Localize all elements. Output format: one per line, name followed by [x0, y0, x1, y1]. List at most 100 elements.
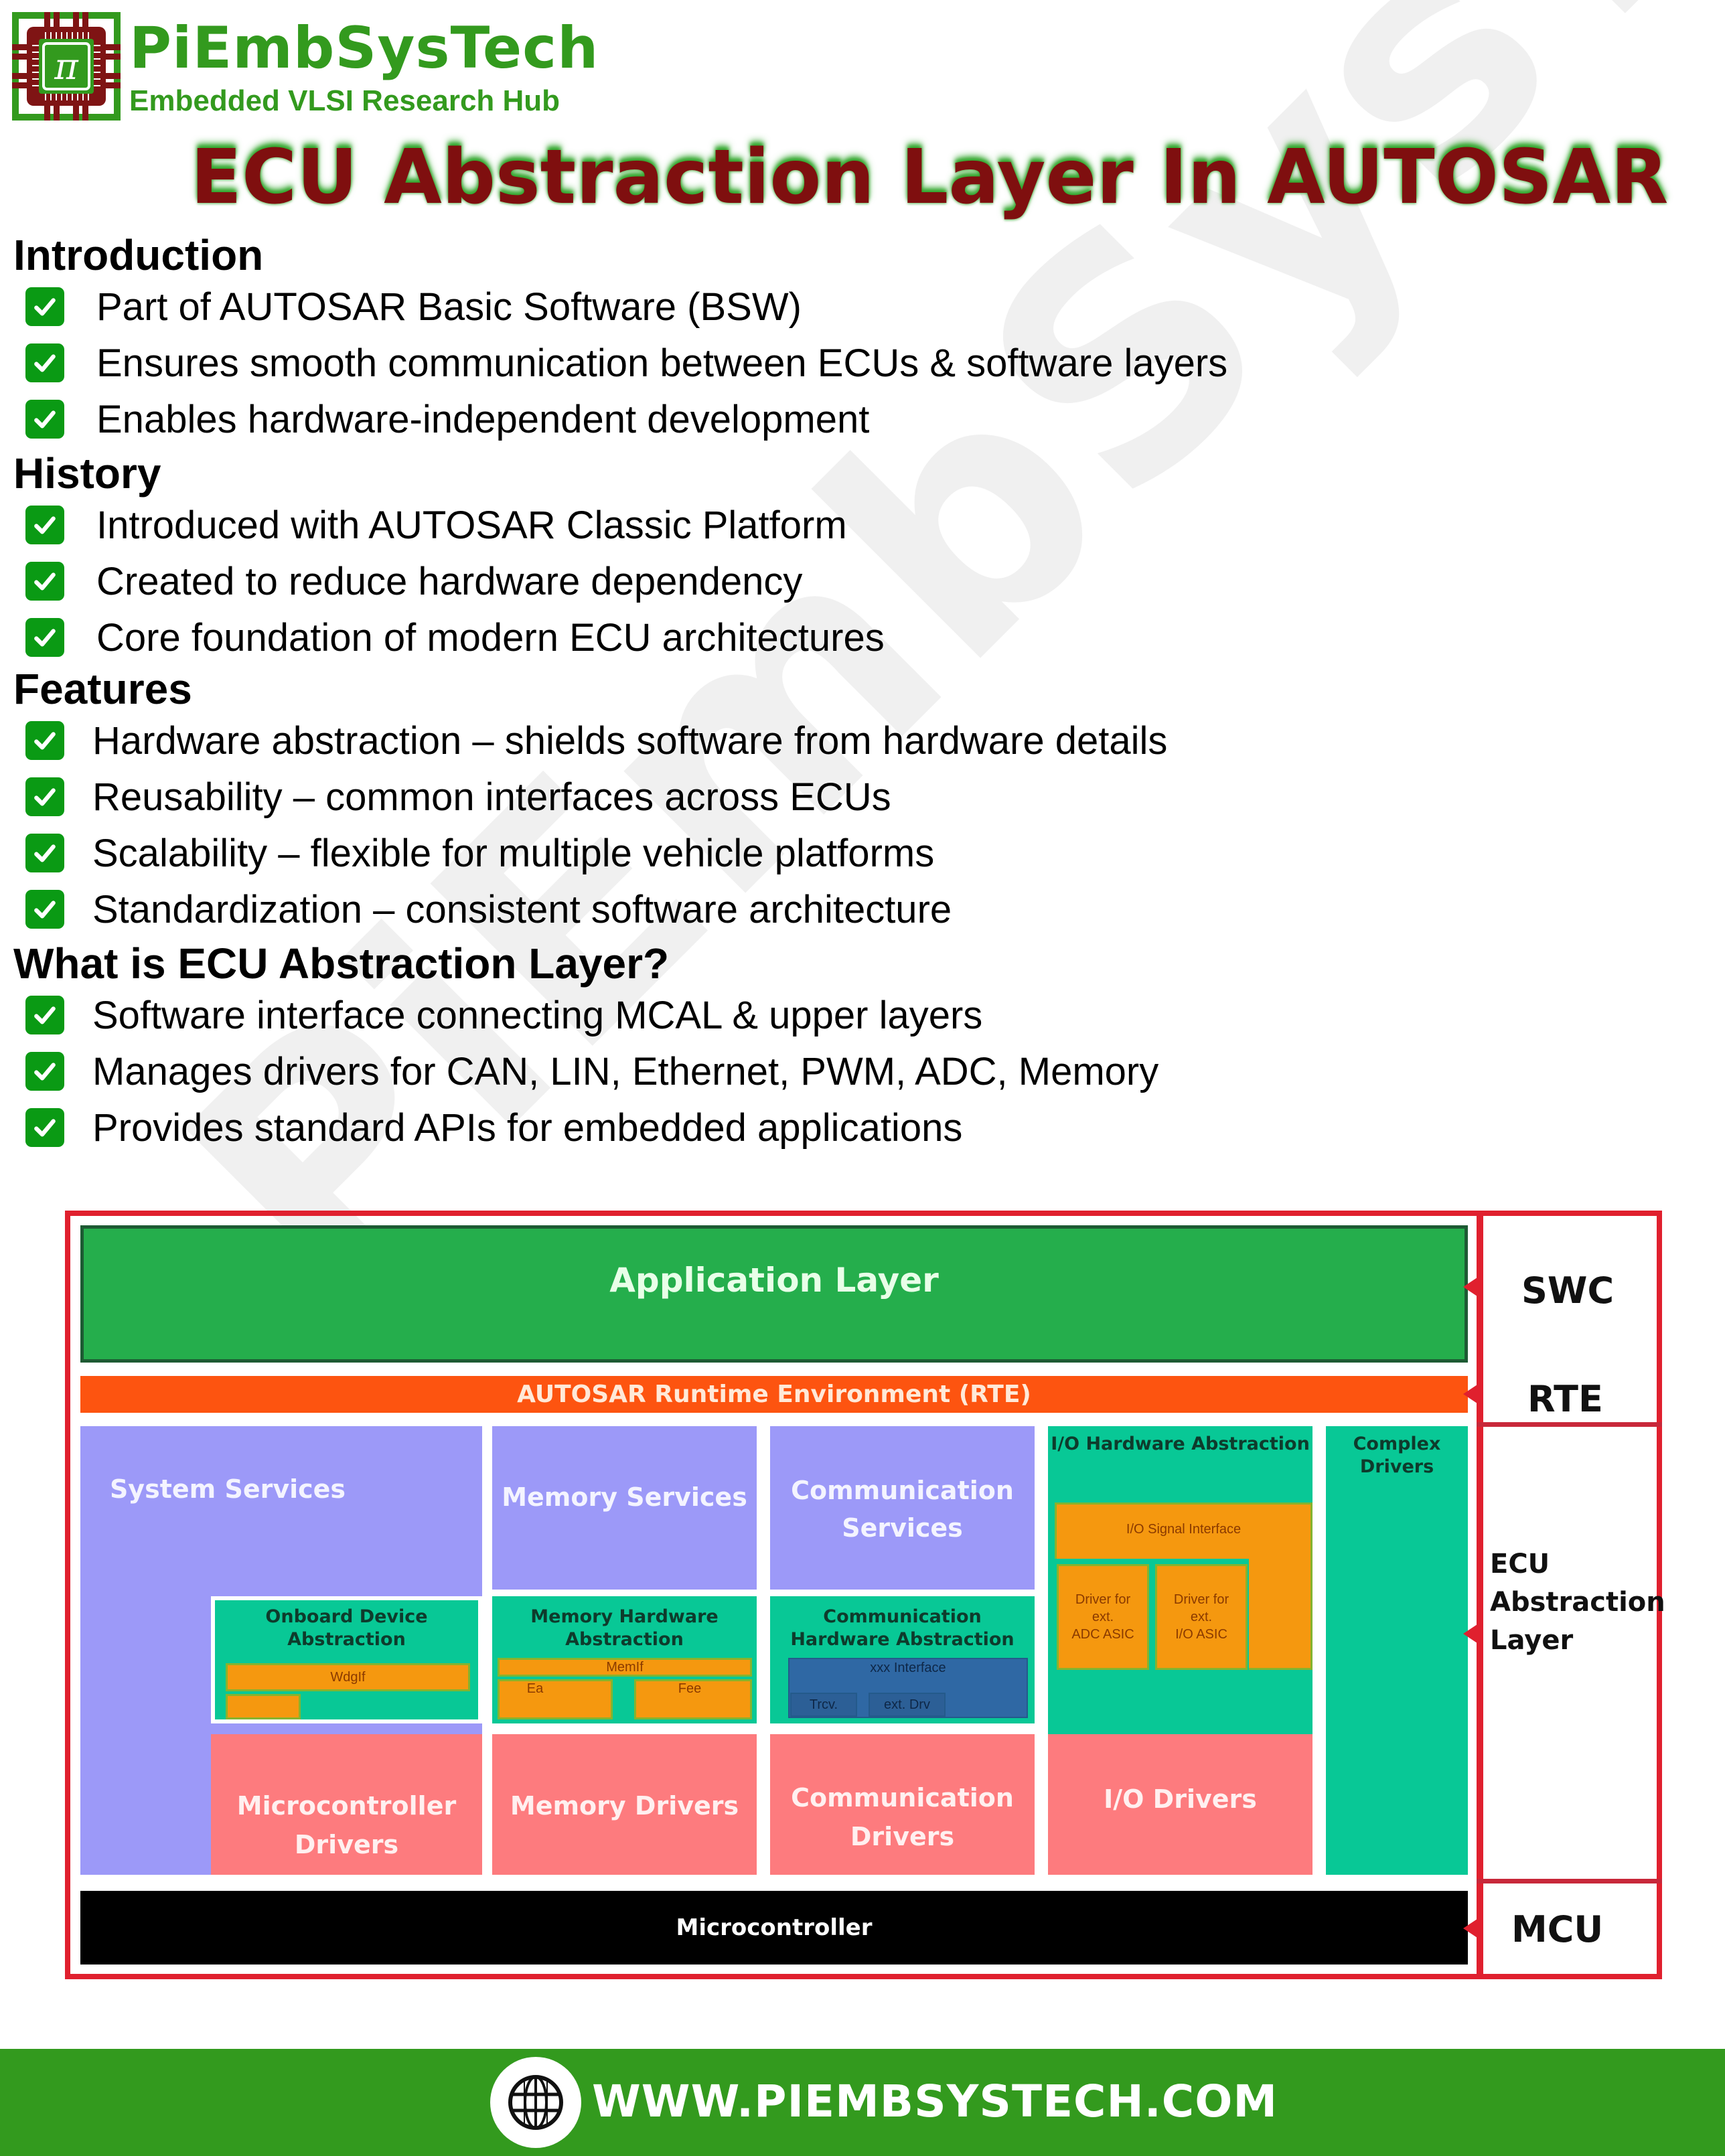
adc-asic-driver-block: Driver for ext. ADC ASIC [1057, 1564, 1149, 1670]
adc-asic-driver-label: ext. [1092, 1610, 1114, 1624]
microcontroller-drivers-label: Drivers [294, 1830, 399, 1859]
onboard-device-abstraction-block: Onboard Device Abstraction [211, 1596, 482, 1723]
communication-drivers-block: Communication Drivers [770, 1734, 1035, 1875]
memory-drivers-label: Memory Drivers [510, 1791, 739, 1821]
section-heading: Features [13, 665, 192, 713]
adc-asic-driver-label: ADC ASIC [1071, 1627, 1134, 1642]
onboard-driver-block [226, 1694, 301, 1719]
section-features: Features Hardware abstraction – shields … [13, 666, 1167, 937]
bullet-text: Reusability – common interfaces across E… [92, 775, 891, 819]
communication-drivers-label: Communication [791, 1783, 1014, 1813]
io-hardware-abstraction-label: I/O Hardware Abstraction [1051, 1434, 1310, 1454]
memif-block: MemIf [498, 1658, 752, 1677]
list-item: Enables hardware-independent development [13, 391, 1227, 447]
brand-tagline: Embedded VLSI Research Hub [129, 84, 560, 117]
communication-services-block: Communication Services [770, 1426, 1035, 1590]
bullet-text: Hardware abstraction – shields software … [92, 718, 1168, 763]
memory-services-block: Memory Services [492, 1426, 757, 1590]
list-item: Core foundation of modern ECU architectu… [13, 609, 885, 666]
bullet-text: Part of AUTOSAR Basic Software (BSW) [96, 285, 802, 329]
section-heading: History [13, 449, 161, 497]
checkbox-icon [25, 400, 64, 439]
bullet-text: Provides standard APIs for embedded appl… [92, 1105, 963, 1150]
legend-swc: SWC [1521, 1269, 1615, 1312]
system-services-label: System Services [109, 1474, 346, 1504]
adc-asic-driver-label: Driver for [1075, 1592, 1131, 1607]
checkbox-icon [25, 777, 64, 816]
complex-drivers-label: Drivers [1359, 1456, 1434, 1477]
memory-services-label: Memory Services [502, 1482, 747, 1512]
microcontroller-block: Microcontroller [80, 1891, 1468, 1965]
fee-label: Fee [678, 1681, 702, 1696]
ext-drv-label: ext. Drv [884, 1697, 930, 1712]
list-item: Software interface connecting MCAL & upp… [13, 987, 1158, 1043]
microcontroller-label: Microcontroller [676, 1914, 873, 1941]
microcontroller-drivers-label: Microcontroller [236, 1791, 457, 1821]
checkbox-icon [25, 834, 64, 872]
section-heading: Introduction [13, 231, 264, 279]
list-item: Reusability – common interfaces across E… [13, 769, 1167, 825]
bullet-text: Enables hardware-independent development [96, 397, 870, 441]
legend-mcu: MCU [1511, 1908, 1604, 1950]
communication-hardware-abstraction-label: Hardware Abstraction [790, 1629, 1015, 1650]
legend-ecu-line: Layer [1490, 1625, 1574, 1656]
memory-drivers-block: Memory Drivers [492, 1734, 757, 1875]
legend-divider [1477, 1879, 1662, 1883]
bullet-text: Core foundation of modern ECU architectu… [96, 615, 885, 660]
checkbox-icon [25, 618, 64, 657]
memory-hardware-abstraction-label: Memory Hardware [530, 1606, 719, 1627]
checkbox-icon [25, 562, 64, 601]
io-drivers-block: I/O Drivers [1048, 1734, 1312, 1875]
io-asic-driver-block: Driver for ext. I/O ASIC [1155, 1564, 1248, 1670]
bullet-text: Ensures smooth communication between ECU… [96, 341, 1228, 385]
layer-legend-panel [1477, 1211, 1662, 1979]
list-item: Hardware abstraction – shields software … [13, 712, 1167, 769]
list-item: Scalability – flexible for multiple vehi… [13, 825, 1167, 881]
xxx-interface-label: xxx Interface [870, 1661, 946, 1675]
microcontroller-drivers-block: Microcontroller Drivers [211, 1734, 482, 1875]
rte-block: AUTOSAR Runtime Environment (RTE) [80, 1376, 1468, 1413]
arrow-left-icon [1463, 1623, 1479, 1644]
memory-hardware-abstraction-label: Abstraction [565, 1629, 684, 1650]
onboard-device-abstraction-label: Onboard Device [265, 1606, 428, 1627]
io-asic-driver-label: I/O ASIC [1175, 1627, 1227, 1642]
svg-text:π: π [54, 46, 79, 88]
application-layer-block: Application Layer [80, 1225, 1468, 1363]
bullet-text: Introduced with AUTOSAR Classic Platform [96, 503, 847, 547]
wdgif-block: WdgIf [226, 1663, 470, 1691]
pi-chip-icon: π [12, 12, 121, 121]
section-heading: What is ECU Abstraction Layer? [13, 939, 670, 988]
bullet-text: Software interface connecting MCAL & upp… [92, 993, 983, 1037]
bullet-text: Created to reduce hardware dependency [96, 559, 803, 603]
checkbox-icon [25, 287, 64, 326]
ea-label: Ea [526, 1681, 544, 1696]
communication-drivers-label: Drivers [850, 1822, 955, 1851]
legend-ecu-abstraction: ECU Abstraction Layer [1490, 1545, 1665, 1660]
ea-block: Ea [498, 1679, 613, 1719]
legend-ecu-line: Abstraction [1490, 1587, 1665, 1618]
list-item: Introduced with AUTOSAR Classic Platform [13, 497, 885, 553]
bullet-text: Manages drivers for CAN, LIN, Ethernet, … [92, 1049, 1159, 1093]
legend-divider [1477, 1422, 1662, 1427]
arrow-left-icon [1463, 1383, 1479, 1405]
wdgif-label: WdgIf [330, 1669, 366, 1685]
checkbox-icon [25, 996, 64, 1034]
complex-drivers-label: Complex [1353, 1434, 1441, 1454]
checkbox-icon [25, 506, 64, 544]
brand-name: PiEmbSysTech [129, 15, 599, 82]
legend-rte: RTE [1527, 1378, 1603, 1420]
bullet-text: Scalability – flexible for multiple vehi… [92, 831, 935, 875]
onboard-device-abstraction-label: Abstraction [287, 1629, 406, 1650]
arrow-left-icon [1463, 1276, 1479, 1298]
legend-ecu-line: ECU [1490, 1549, 1550, 1580]
checkbox-icon [25, 343, 64, 382]
website-link[interactable]: WWW.PIEMBSYSTECH.COM [592, 2076, 1278, 2127]
footer-bar: WWW.PIEMBSYSTECH.COM [0, 2049, 1725, 2156]
ext-drv-block: ext. Drv [869, 1693, 946, 1717]
io-signal-interface-label: I/O Signal Interface [1126, 1522, 1242, 1537]
section-introduction: Introduction Part of AUTOSAR Basic Softw… [13, 232, 1227, 447]
io-asic-driver-label: ext. [1190, 1610, 1213, 1624]
communication-services-label: Services [842, 1513, 963, 1543]
list-item: Created to reduce hardware dependency [13, 553, 885, 609]
section-history: History Introduced with AUTOSAR Classic … [13, 450, 885, 666]
